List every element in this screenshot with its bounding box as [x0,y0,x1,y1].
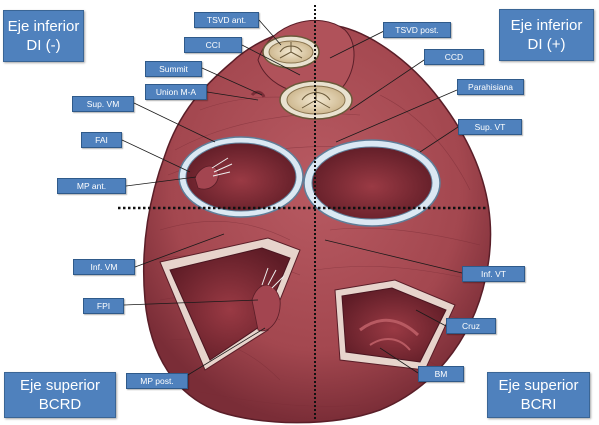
corner-top-right: Eje inferior DI (+) [499,9,594,61]
label-parahisiana: Parahisiana [457,79,524,95]
label-inf-vm: Inf. VM [73,259,135,275]
label-union-ma: Union M-A [145,84,207,100]
label-cci: CCI [184,37,242,53]
corner-bottom-right: Eje superior BCRI [487,372,590,418]
label-sup-vt: Sup. VT [458,119,522,135]
label-tsvd-ant: TSVD ant. [194,12,259,28]
corner-bottom-left: Eje superior BCRD [4,372,116,418]
corner-top-left-line1: Eje inferior [4,17,83,36]
label-inf-vt: Inf. VT [462,266,525,282]
label-tsvd-post: TSVD post. [383,22,451,38]
label-fpi: FPI [83,298,124,314]
corner-bottom-right-line2: BCRI [488,395,589,414]
corner-top-left-line2: DI (-) [4,36,83,55]
corner-bottom-left-line2: BCRD [5,395,115,414]
label-cruz: Cruz [446,318,496,334]
label-mp-post: MP post. [126,373,188,389]
corner-bottom-left-line1: Eje superior [5,376,115,395]
corner-top-right-line1: Eje inferior [500,16,593,35]
pulmonary-valve [263,36,319,68]
label-bm: BM [418,366,464,382]
label-ccd: CCD [424,49,484,65]
label-fai: FAI [81,132,122,148]
label-sup-vm: Sup. VM [72,96,134,112]
corner-top-right-line2: DI (+) [500,35,593,54]
corner-bottom-right-line1: Eje superior [488,376,589,395]
label-mp-ant: MP ant. [57,178,126,194]
tricuspid-annulus [304,140,440,226]
label-summit: Summit [145,61,202,77]
corner-top-left: Eje inferior DI (-) [3,10,84,62]
